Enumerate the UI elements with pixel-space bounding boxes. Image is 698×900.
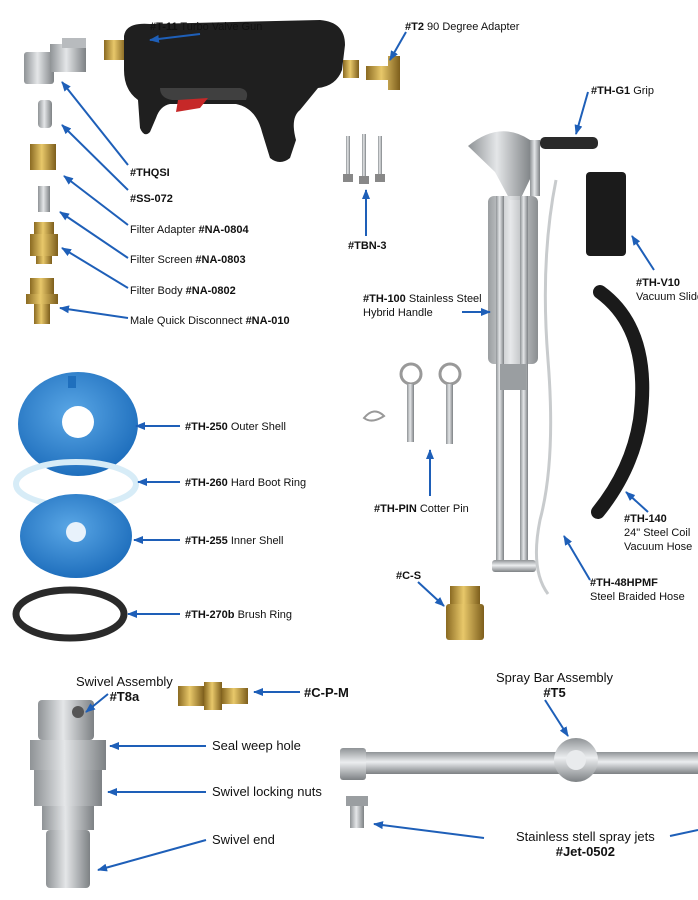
arrow-th48 bbox=[563, 535, 591, 581]
label-t2: #T2 90 Degree Adapter bbox=[405, 21, 520, 33]
brush-ring-part bbox=[12, 586, 128, 642]
label-thg1: #TH-G1 Grip bbox=[591, 85, 654, 97]
label-thpin: #TH-PIN Cotter Pin bbox=[374, 503, 469, 515]
label-th260: #TH-260 Hard Boot Ring bbox=[185, 477, 307, 489]
label-seal: Seal weep hole bbox=[212, 738, 301, 753]
hybrid-handle bbox=[468, 131, 598, 572]
spray-bar-part bbox=[340, 738, 698, 782]
turbo-valve-gun bbox=[104, 20, 359, 162]
arrow-swivelend bbox=[97, 839, 207, 872]
label-tbn3: #TBN-3 bbox=[348, 240, 387, 252]
arrow-th140 bbox=[625, 491, 649, 513]
inner-shell-part bbox=[20, 494, 132, 578]
label-locking: Swivel locking nuts bbox=[212, 784, 322, 799]
arrow-cs bbox=[417, 581, 445, 607]
label-t11: #T-11 Turbo Valve Gun bbox=[150, 21, 263, 33]
arrow-thg1 bbox=[574, 91, 589, 135]
tbn-3-bolts bbox=[343, 134, 385, 184]
label-t8a: Swivel Assembly#T8a bbox=[76, 674, 173, 704]
arrow-na0803 bbox=[59, 211, 129, 259]
outer-shell-part bbox=[18, 372, 138, 476]
filter-screen-part bbox=[38, 186, 50, 212]
filter-body-part bbox=[30, 222, 58, 264]
leader-arrows bbox=[59, 31, 698, 872]
arrow-thv10 bbox=[631, 235, 655, 271]
label-ss072: #SS-072 bbox=[130, 193, 173, 205]
arrow-jets bbox=[373, 821, 485, 839]
label-jets: Stainless stell spray jets#Jet-0502 bbox=[516, 829, 655, 859]
c-s-fitting bbox=[446, 586, 484, 640]
coil-vacuum-hose bbox=[591, 285, 650, 519]
label-na010: Male Quick Disconnect #NA-010 bbox=[130, 315, 290, 327]
arrow-t8a bbox=[85, 693, 109, 713]
label-t5: Spray Bar Assembly#T5 bbox=[496, 670, 614, 700]
label-swivelend: Swivel end bbox=[212, 832, 275, 847]
label-thqsi: #THQSI bbox=[130, 167, 170, 179]
arrow-t11 bbox=[149, 33, 201, 43]
spray-jet-part bbox=[346, 796, 368, 828]
male-quick-disconnect-part bbox=[26, 278, 58, 324]
label-na0802: Filter Body #NA-0802 bbox=[130, 285, 236, 297]
label-th250: #TH-250 Outer Shell bbox=[185, 421, 286, 433]
swivel-assembly-part bbox=[30, 700, 106, 888]
label-cpm: #C-P-M bbox=[304, 685, 349, 700]
label-na0804: Filter Adapter #NA-0804 bbox=[130, 224, 249, 236]
arrow-jets-right bbox=[669, 829, 698, 837]
arrow-na0802 bbox=[61, 247, 129, 289]
arrow-t5 bbox=[544, 699, 569, 737]
cotter-pins bbox=[362, 362, 462, 444]
arrow-thqsi bbox=[61, 81, 129, 166]
label-cs: #C-S bbox=[396, 570, 422, 582]
arrow-ss072 bbox=[61, 124, 129, 191]
label-th270b: #TH-270b Brush Ring bbox=[185, 609, 293, 621]
label-th255: #TH-255 Inner Shell bbox=[185, 535, 284, 547]
label-na0803: Filter Screen #NA-0803 bbox=[130, 254, 246, 266]
braided-hose bbox=[534, 179, 558, 595]
arrow-na010 bbox=[59, 305, 129, 319]
c-p-m-fitting bbox=[178, 682, 248, 710]
filter-adapter-part bbox=[30, 144, 56, 170]
vacuum-slide-part bbox=[586, 172, 626, 256]
thqsi-fitting bbox=[24, 38, 86, 84]
ninety-degree-adapter bbox=[366, 56, 400, 90]
arrow-t2 bbox=[389, 31, 407, 61]
ss-072-fitting bbox=[38, 100, 52, 128]
arrow-na0804 bbox=[63, 175, 129, 226]
